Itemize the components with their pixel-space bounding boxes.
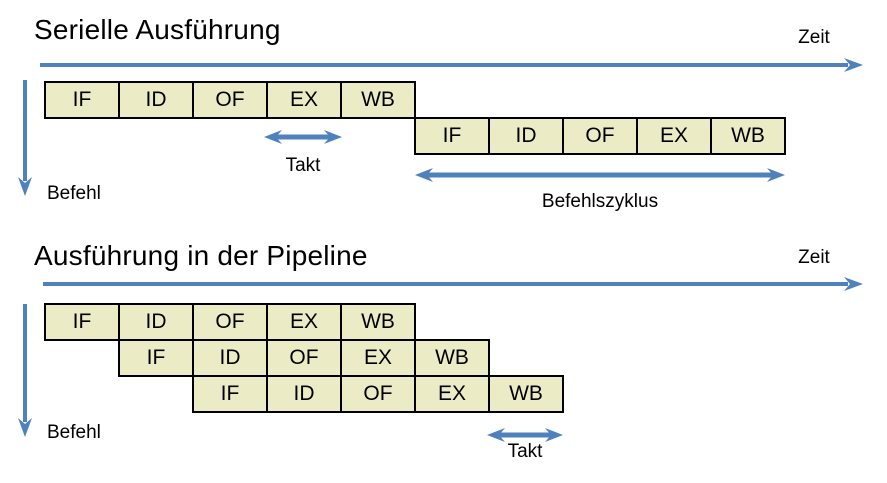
stage-cell: IF	[414, 117, 490, 155]
stage-cell: WB	[414, 339, 490, 377]
serial-clock-span-double-arrow-icon	[264, 130, 342, 144]
pipeline-clock-label: Takt	[507, 441, 543, 462]
pipeline-instruction-axis-label: Befehl	[47, 422, 101, 443]
stage-cell: IF	[44, 81, 120, 119]
stage-cell: OF	[562, 117, 638, 155]
pipeline-instruction-axis-arrow-icon	[18, 304, 32, 437]
pipeline-instruction-1-row: IF ID OF EX WB	[44, 303, 416, 341]
serial-clock-label: Takt	[285, 155, 321, 176]
stage-cell: WB	[340, 303, 416, 341]
stage-cell: ID	[192, 339, 268, 377]
pipeline-time-axis-arrow-icon	[43, 277, 863, 291]
instruction-cycle-label: Befehlszyklus	[541, 191, 659, 212]
pipeline-section-title: Ausführung in der Pipeline	[34, 240, 368, 271]
pipeline-instruction-2-row: IF ID OF EX WB	[118, 339, 490, 377]
pipeline-time-axis-label: Zeit	[798, 247, 830, 268]
serial-instruction-2-row: IF ID OF EX WB	[414, 117, 786, 155]
serial-instruction-axis-label: Befehl	[47, 183, 101, 204]
stage-cell: OF	[266, 339, 342, 377]
serial-time-axis-label: Zeit	[798, 27, 830, 48]
stage-cell: IF	[44, 303, 120, 341]
stage-cell: OF	[192, 81, 268, 119]
stage-cell: WB	[488, 375, 564, 413]
stage-cell: OF	[340, 375, 416, 413]
stage-cell: ID	[118, 81, 194, 119]
serial-section-title: Serielle Ausführung	[34, 14, 281, 45]
stage-cell: WB	[340, 81, 416, 119]
stage-cell: ID	[266, 375, 342, 413]
stage-cell: OF	[192, 303, 268, 341]
serial-time-axis-arrow-icon	[40, 58, 863, 72]
stage-cell: IF	[118, 339, 194, 377]
stage-cell: ID	[118, 303, 194, 341]
stage-cell: ID	[488, 117, 564, 155]
stage-cell: EX	[414, 375, 490, 413]
stage-cell: EX	[636, 117, 712, 155]
instruction-cycle-span-double-arrow-icon	[415, 168, 785, 182]
stage-cell: WB	[710, 117, 786, 155]
stage-cell: IF	[192, 375, 268, 413]
pipeline-instruction-3-row: IF ID OF EX WB	[192, 375, 564, 413]
serial-instruction-axis-arrow-icon	[18, 80, 32, 196]
stage-cell: EX	[340, 339, 416, 377]
stage-cell: EX	[266, 81, 342, 119]
pipeline-clock-span-double-arrow-icon	[487, 428, 563, 442]
stage-cell: EX	[266, 303, 342, 341]
serial-instruction-1-row: IF ID OF EX WB	[44, 81, 416, 119]
